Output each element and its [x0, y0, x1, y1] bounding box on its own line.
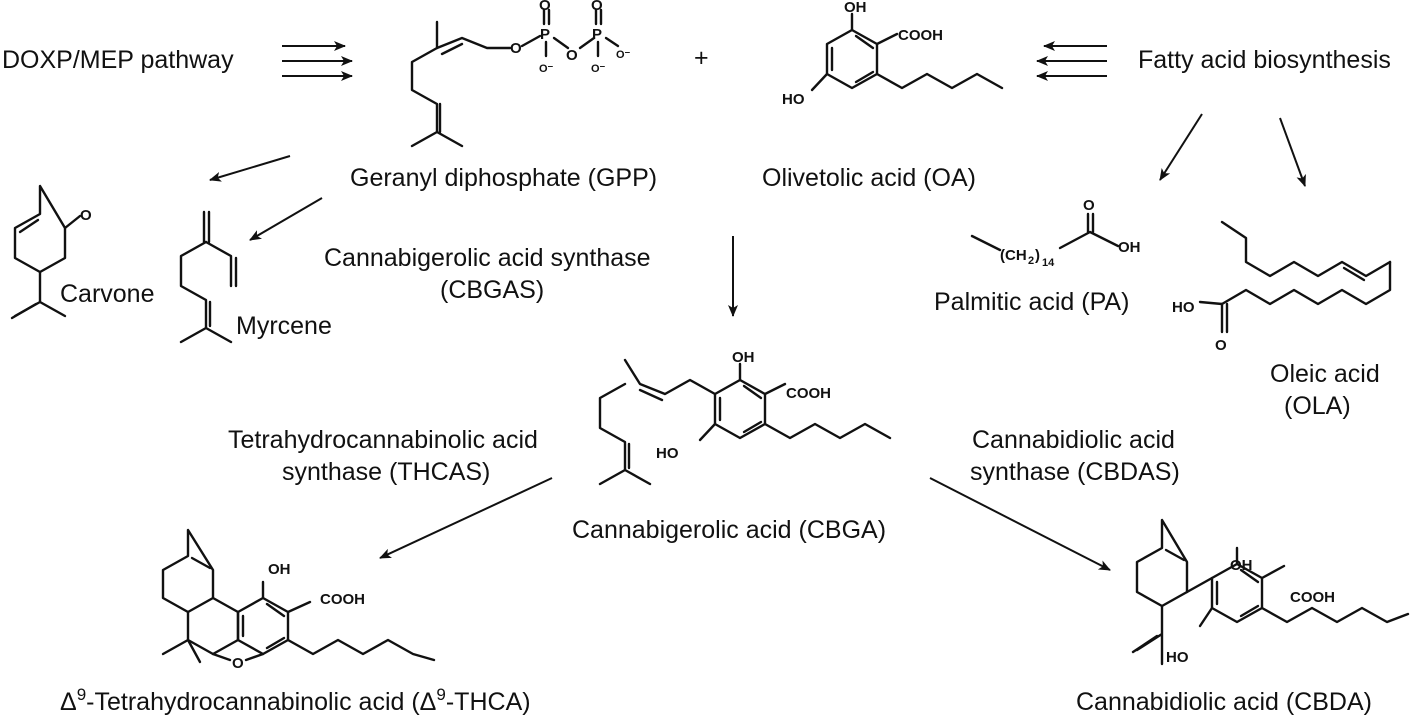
oleic-acid-label-line1: Oleic acid [1270, 360, 1380, 388]
svg-text:14: 14 [1042, 257, 1055, 269]
svg-text:(CH: (CH [1000, 247, 1027, 264]
oleic-acid-structure: O HO [1172, 220, 1392, 354]
svg-text:OH: OH [1118, 239, 1141, 256]
svg-text:P: P [540, 26, 550, 43]
carvone-label: Carvone [60, 280, 155, 308]
svg-text:HO: HO [656, 445, 679, 462]
svg-text:P: P [592, 26, 602, 43]
svg-text:O: O [539, 0, 551, 14]
svg-text:OH: OH [268, 561, 291, 578]
svg-text:O⁻: O⁻ [591, 63, 606, 75]
svg-text:COOH: COOH [1290, 589, 1335, 606]
svg-text:OH: OH [844, 0, 867, 16]
arrow-to-cbda [929, 477, 1111, 571]
cbgas-label-line1: Cannabigerolic acid synthase [324, 244, 651, 272]
arrow-to-oleic [1279, 117, 1306, 187]
oleic-acid-label-line2: (OLA) [1284, 392, 1351, 420]
olivetolic-acid-label: Olivetolic acid (OA) [762, 164, 976, 192]
svg-text:COOH: COOH [320, 591, 365, 608]
svg-text:O: O [1215, 337, 1227, 354]
svg-text:2: 2 [1028, 255, 1034, 267]
svg-text:O: O [80, 207, 92, 224]
thcas-label-line1: Tetrahydrocannabinolic acid [228, 426, 538, 454]
gpp-label: Geranyl diphosphate (GPP) [350, 164, 657, 192]
cbga-label: Cannabigerolic acid (CBGA) [572, 516, 886, 544]
thcas-label-line2: synthase (THCAS) [282, 458, 490, 486]
svg-text:OH: OH [1230, 557, 1253, 574]
olivetolic-acid-structure: OH COOH HO [782, 0, 1004, 108]
svg-text:OH: OH [732, 349, 755, 366]
plus-sign: + [694, 44, 709, 72]
multi-step-arrows-doxp [282, 41, 353, 81]
svg-text:O: O [566, 47, 578, 64]
arrow-to-thca [379, 477, 553, 559]
myrcene-label: Myrcene [236, 312, 332, 340]
svg-text:HO: HO [1172, 299, 1195, 316]
svg-text:HO: HO [782, 91, 805, 108]
svg-text:COOH: COOH [786, 385, 831, 402]
thca-label: Δ9-Tetrahydrocannabinolic acid (Δ9-THCA) [60, 685, 531, 716]
cbda-label: Cannabidiolic acid (CBDA) [1076, 688, 1372, 716]
myrcene-structure [179, 210, 238, 344]
palmitic-acid-label: Palmitic acid (PA) [934, 288, 1129, 316]
svg-text:O: O [1083, 197, 1095, 214]
svg-text:COOH: COOH [898, 27, 943, 44]
arrow-gpp-to-carvone [209, 155, 291, 182]
svg-text:O⁻: O⁻ [539, 63, 554, 75]
svg-text:O: O [510, 40, 522, 57]
thca-structure: O OH COOH [161, 528, 436, 672]
svg-text:O⁻: O⁻ [616, 49, 631, 61]
cbgas-label-line2: (CBGAS) [440, 276, 544, 304]
cbdas-label-line1: Cannabidiolic acid [972, 426, 1175, 454]
svg-text:Δ9-Tetrahydrocannabinolic acid: Δ9-Tetrahydrocannabinolic acid (Δ9-THCA) [60, 685, 531, 716]
arrow-to-palmitic [1159, 113, 1203, 181]
svg-text:HO: HO [1166, 649, 1189, 666]
carvone-structure: O [10, 184, 92, 320]
doxp-mep-pathway-label: DOXP/MEP pathway [2, 46, 234, 74]
gpp-structure: O P O O⁻ O P O O⁻ O⁻ [410, 0, 631, 148]
svg-text:O: O [232, 655, 244, 672]
fatty-acid-biosynthesis-label: Fatty acid biosynthesis [1138, 46, 1391, 74]
multi-step-arrows-fatty [1036, 41, 1107, 81]
cbga-structure: OH COOH HO [598, 349, 892, 486]
palmitic-acid-structure: (CH 2 ) 14 O OH [970, 197, 1141, 269]
svg-text:O: O [591, 0, 603, 14]
cbda-structure: OH COOH HO [1131, 518, 1410, 666]
arrow-gpp-to-myrcene [249, 197, 323, 241]
cbdas-label-line2: synthase (CBDAS) [970, 458, 1180, 486]
svg-text:): ) [1035, 247, 1040, 264]
